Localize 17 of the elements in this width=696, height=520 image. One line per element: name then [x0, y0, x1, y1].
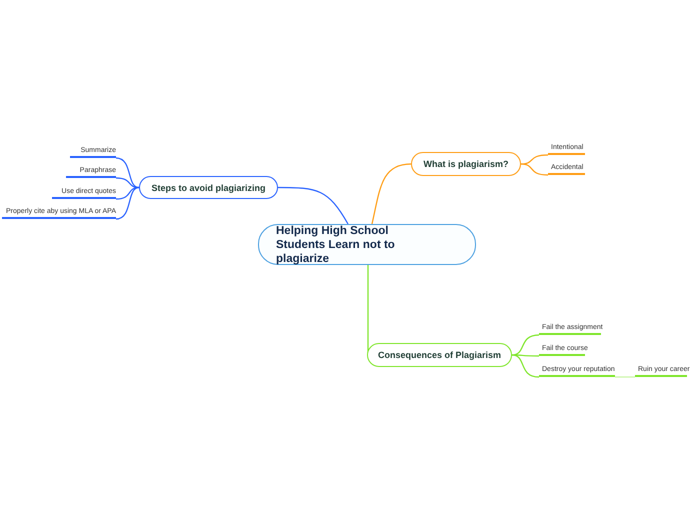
- central-topic-box: [258, 224, 476, 265]
- connector-line: [371, 163, 412, 224]
- connector-line: [512, 354, 540, 378]
- topic-box: Consequences of Plagiarism: [367, 343, 512, 367]
- connector-line: [116, 177, 140, 188]
- connector-line: [512, 354, 539, 357]
- topic-box: Steps to avoid plagiarizing: [139, 176, 278, 199]
- connector-line: [116, 186, 140, 200]
- connector-line: [512, 334, 540, 356]
- connector-line: [615, 376, 635, 378]
- connector-line: [116, 186, 140, 220]
- connector-line: [278, 186, 349, 224]
- connector-line: [116, 157, 140, 188]
- topic-box: What is plagiarism?: [411, 152, 521, 176]
- topic-text: Helping High School Students Learn not to plagiarize: [276, 224, 396, 266]
- connector-line: [520, 163, 548, 176]
- connector-line: [520, 154, 548, 165]
